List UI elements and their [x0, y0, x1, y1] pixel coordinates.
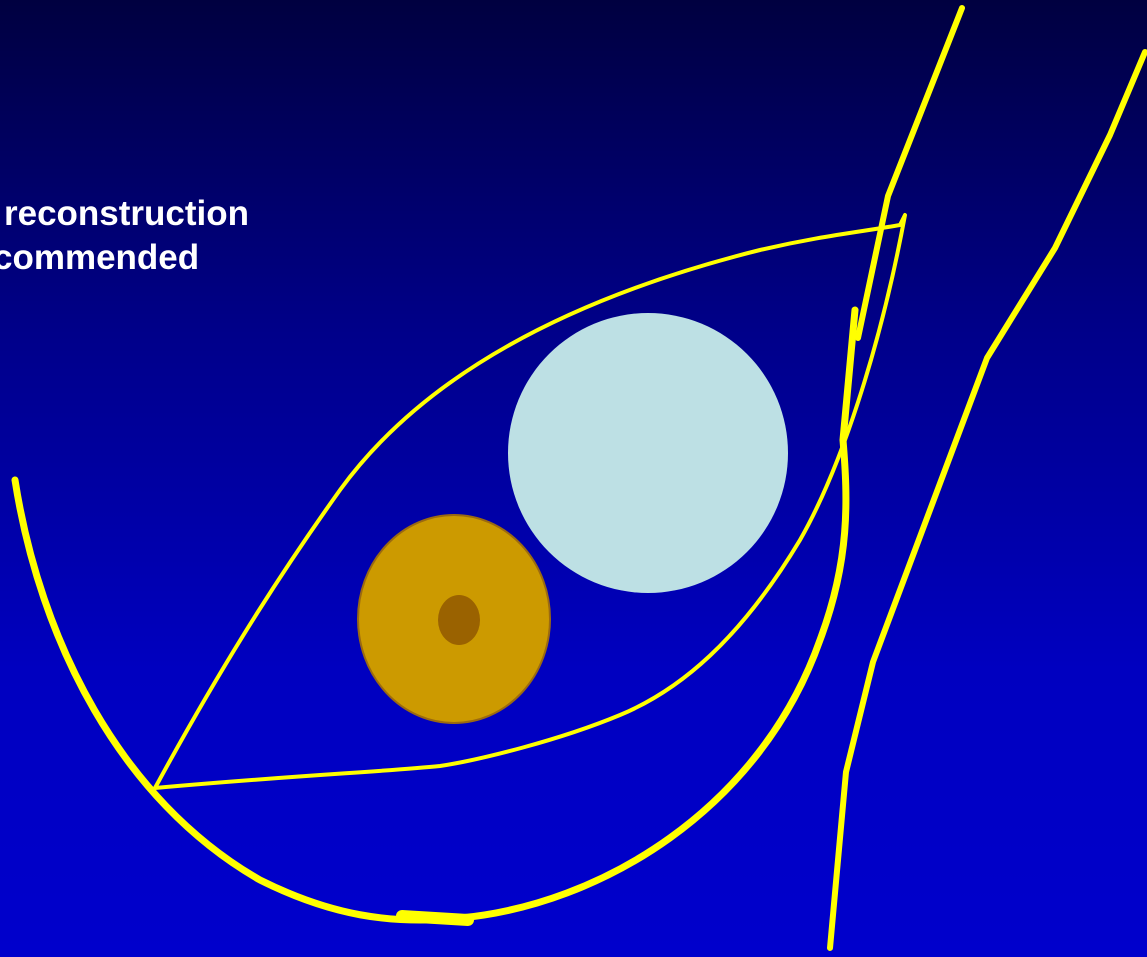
torso-side-outline — [830, 52, 1145, 948]
inframammary-fold-mark — [402, 916, 468, 920]
nipple — [438, 595, 480, 645]
arm-outline-inner — [858, 8, 962, 338]
implant-circle — [508, 313, 788, 593]
